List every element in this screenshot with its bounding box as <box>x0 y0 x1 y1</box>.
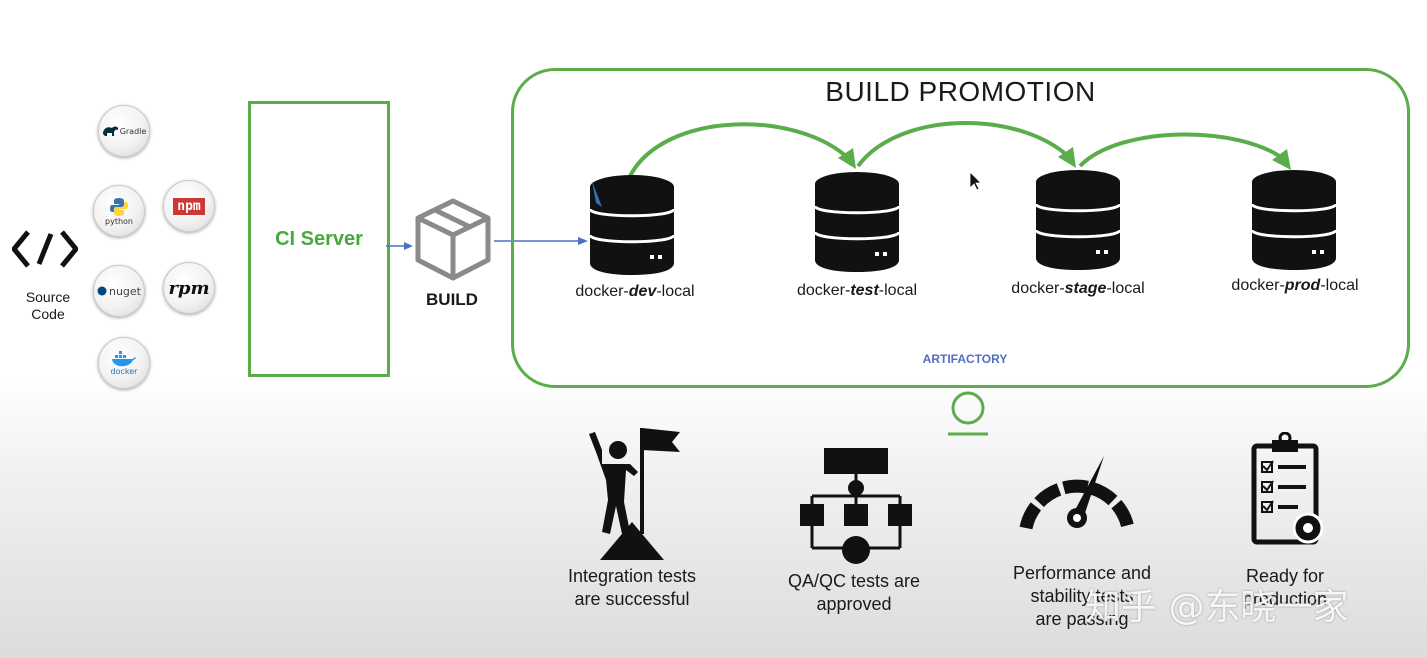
build-promotion-container <box>511 68 1410 388</box>
repo-stage-suffix: -local <box>1106 280 1145 297</box>
repo-prod-suffix: -local <box>1320 277 1359 294</box>
criteria-qa-line2: approved <box>816 594 892 614</box>
npm-icon: npm <box>173 197 205 215</box>
database-stage-icon <box>1034 170 1122 270</box>
promote-dev-test-arrowhead <box>838 148 856 169</box>
docker-label: docker <box>110 366 138 376</box>
rpm-badge: rpm <box>163 262 215 314</box>
gradle-label: Gradle <box>119 126 147 136</box>
python-icon <box>110 197 128 216</box>
python-badge: python <box>93 185 145 237</box>
criteria-qa-caption: QA/QC tests are approved <box>764 570 944 616</box>
database-dev-icon <box>588 175 676 275</box>
promote-stage-prod-arrowhead <box>1272 149 1291 170</box>
repo-label-dev: docker-dev-local <box>535 283 735 301</box>
source-label-line2: Code <box>31 306 65 322</box>
source-code-label: Source Code <box>13 289 83 323</box>
gradle-badge: Gradle <box>98 105 150 157</box>
repo-prod-prefix: docker- <box>1231 277 1285 294</box>
build-promotion-title: BUILD PROMOTION <box>825 76 1096 107</box>
repo-stage-stage: stage <box>1064 280 1107 297</box>
docker-badge: docker <box>98 337 150 389</box>
criteria-qa-line1: QA/QC tests are <box>787 571 921 591</box>
repo-stage-prefix: docker- <box>1011 280 1065 297</box>
repo-test-stage: test <box>850 282 879 299</box>
repo-dev-prefix: docker- <box>575 283 629 300</box>
repo-dev-stage: dev <box>628 283 657 300</box>
criteria-ready-line1: Ready for <box>1245 566 1325 586</box>
database-test-icon <box>813 172 901 272</box>
source-label-line1: Source <box>25 289 71 305</box>
connector-circle-icon <box>948 391 988 436</box>
checklist-gear-icon <box>1251 432 1324 545</box>
build-to-dev-arrowhead <box>578 237 588 245</box>
build-label: BUILD <box>426 290 478 309</box>
promote-dev-test-arc <box>628 122 852 177</box>
watermark: 知乎 @东晓一家 <box>1085 587 1349 628</box>
gradle-icon <box>102 126 118 136</box>
flowchart-icon <box>800 448 912 564</box>
repo-label-stage: docker-stage-local <box>978 280 1178 298</box>
ci-server-box: CI Server <box>248 101 390 377</box>
ci-server-label: CI Server <box>275 227 363 250</box>
nuget-badge: nuget <box>93 265 145 317</box>
repo-dev-suffix: -local <box>656 283 695 300</box>
nuget-label: nuget <box>108 284 141 298</box>
criteria-integration-line1: Integration tests <box>567 566 697 586</box>
repo-label-test: docker-test-local <box>757 282 957 300</box>
criteria-integration-caption: Integration tests are successful <box>542 565 722 611</box>
climber-flag-icon <box>589 428 680 560</box>
mouse-cursor-icon <box>969 171 982 191</box>
promote-test-stage-arrowhead <box>1058 147 1076 168</box>
speedometer-icon <box>1019 456 1135 530</box>
npm-label: npm <box>177 198 201 214</box>
python-label: python <box>105 216 133 226</box>
criteria-performance-caption: Performance and stability tests are pass… <box>992 562 1172 631</box>
repo-prod-stage: prod <box>1284 277 1321 294</box>
nuget-icon <box>97 286 107 296</box>
rpm-label: rpm <box>168 277 210 299</box>
criteria-performance-line1: Performance and <box>1012 563 1152 583</box>
docker-whale-icon <box>112 350 136 366</box>
criteria-performance-line3: are passing <box>1035 609 1129 629</box>
repo-test-prefix: docker- <box>796 282 851 299</box>
artifactory-label: ARTIFACTORY <box>922 352 1008 366</box>
promote-test-stage-arc <box>856 120 1072 168</box>
criteria-ready-line2: production <box>1242 589 1328 609</box>
repo-test-suffix: -local <box>878 282 918 299</box>
code-brackets-icon <box>12 230 78 268</box>
ci-to-build-arrowhead <box>404 242 413 250</box>
database-prod-icon <box>1250 170 1338 270</box>
repo-label-prod: docker-prod-local <box>1195 277 1395 295</box>
criteria-performance-line2: stability tests <box>1030 586 1134 606</box>
criteria-ready-caption: Ready for production <box>1200 565 1370 611</box>
promote-stage-prod-arc <box>1078 132 1287 168</box>
criteria-integration-line2: are successful <box>574 589 690 609</box>
package-box-icon <box>415 198 491 281</box>
npm-badge: npm <box>163 180 215 232</box>
